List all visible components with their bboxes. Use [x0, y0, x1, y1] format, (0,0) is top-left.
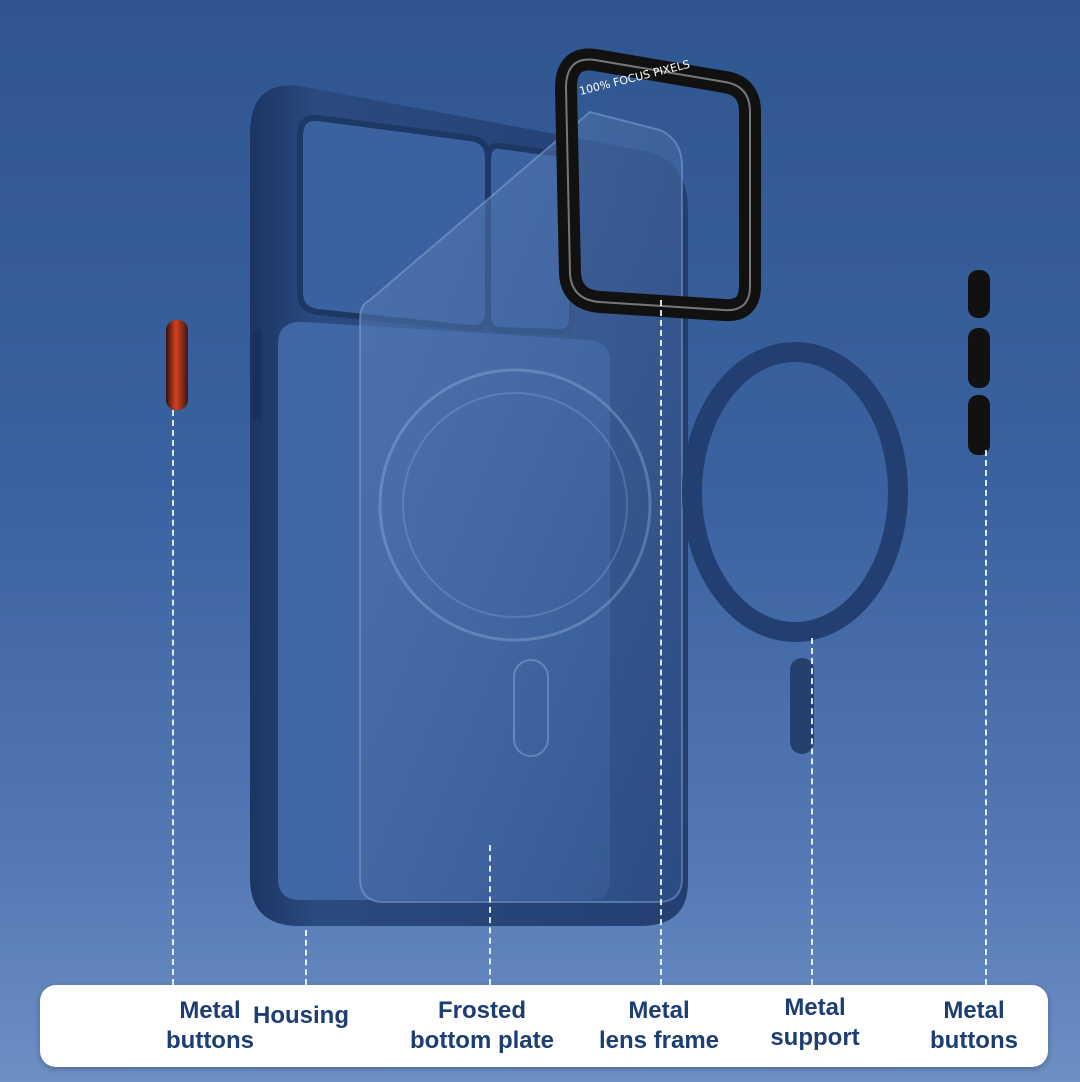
label-metal-support: Metal support — [752, 982, 878, 1064]
label-line: Metal — [628, 997, 690, 1024]
leader-line-lens-frame — [660, 300, 662, 985]
metal-support-ring — [682, 342, 908, 754]
label-frosted-bottom-plate: Frosted bottom plate — [392, 985, 572, 1067]
left-metal-button — [166, 320, 188, 410]
right-metal-buttons — [968, 270, 990, 455]
label-metal-lens-frame: Metal lens frame — [590, 985, 728, 1067]
label-line: Metal — [179, 997, 241, 1024]
label-line: buttons — [166, 1027, 254, 1054]
label-housing: Housing — [236, 985, 366, 1067]
leader-line-metal-buttons-left — [172, 410, 174, 985]
label-line: Housing — [253, 1002, 349, 1029]
leader-line-metal-buttons-right — [985, 450, 987, 985]
leader-line-frosted-plate — [489, 845, 491, 985]
label-line: buttons — [930, 1027, 1018, 1054]
label-line: bottom plate — [410, 1027, 554, 1054]
component-label-bar: Metal buttons Housing Frosted bottom pla… — [40, 985, 1048, 1067]
label-line: Frosted — [437, 997, 526, 1024]
label-line: support — [770, 1024, 860, 1051]
label-line: Metal — [943, 997, 1005, 1024]
leader-line-housing — [305, 930, 307, 985]
leader-line-metal-support — [811, 638, 813, 985]
label-metal-buttons-left: Metal buttons — [148, 985, 272, 1067]
label-metal-buttons-right: Metal buttons — [912, 985, 1036, 1067]
label-line: Metal — [784, 994, 846, 1021]
label-line: lens frame — [598, 1027, 720, 1054]
